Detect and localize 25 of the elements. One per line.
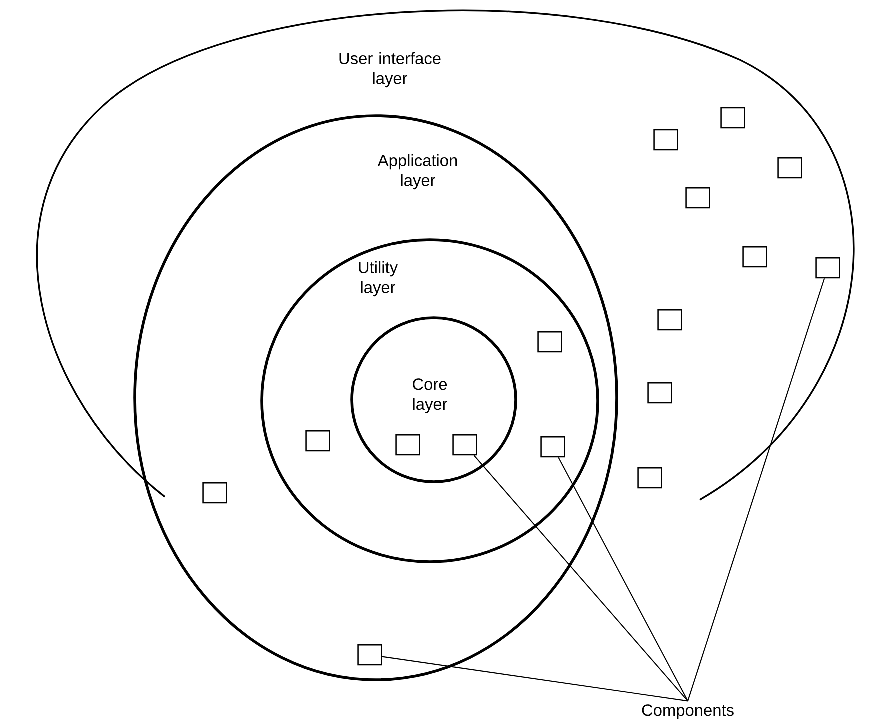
leader-line xyxy=(474,455,688,702)
layer-label: Application layer xyxy=(378,154,458,190)
component-square xyxy=(396,434,420,456)
component-square xyxy=(306,430,330,452)
component-square xyxy=(742,246,768,268)
component-square xyxy=(816,257,840,279)
component-square xyxy=(540,436,566,458)
leader-line xyxy=(558,457,688,702)
component-square xyxy=(654,129,678,151)
leader-line xyxy=(688,278,826,702)
components-label: Components xyxy=(642,704,734,720)
component-square xyxy=(638,467,662,489)
layer-label: User interface layer xyxy=(340,52,441,88)
component-square xyxy=(720,107,746,129)
component-square xyxy=(778,157,802,179)
component-square xyxy=(658,309,682,331)
component-square xyxy=(538,331,562,353)
component-square xyxy=(686,187,710,209)
component-square xyxy=(202,482,228,504)
layer-label: Core layer xyxy=(413,378,448,414)
leader-line xyxy=(382,656,688,702)
layer-label: Utility layer xyxy=(359,261,398,297)
component-square xyxy=(648,382,672,404)
component-square xyxy=(452,434,478,456)
component-square xyxy=(358,644,382,666)
